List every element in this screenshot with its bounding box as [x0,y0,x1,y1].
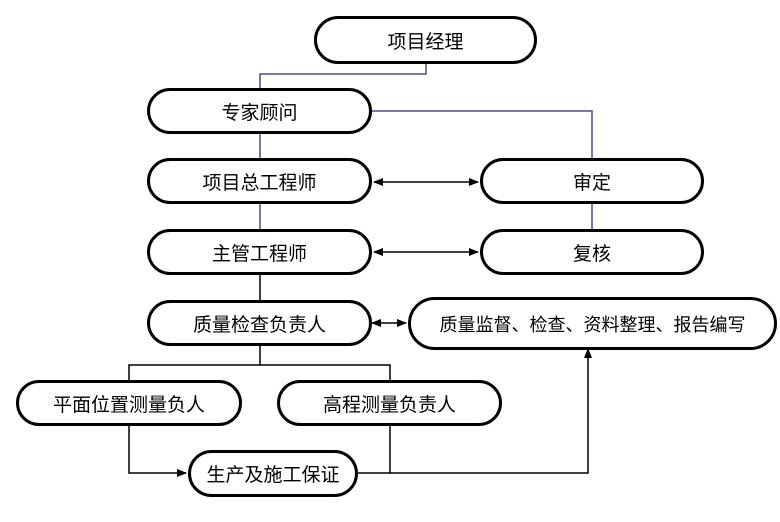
node-project-manager: 项目经理 [314,16,537,64]
node-expert-consultant: 专家顾问 [147,88,372,134]
node-chief-engineer: 项目总工程师 [147,158,372,204]
node-recheck: 复核 [480,229,704,275]
link-quality-to-elevation [260,364,391,380]
node-supervising-engineer: 主管工程师 [147,229,372,275]
node-plane-survey-lead: 平面位置测量负人 [16,380,242,426]
node-review-approval: 审定 [480,158,704,204]
node-quality-supervision-tasks: 质量监督、检查、资料整理、报告编写 [408,297,777,350]
link-manager-to-consultant [259,64,427,88]
link-consultant-to-review [372,110,593,158]
link-elevation-to-production [357,426,391,474]
arrow-plane-to-production [128,426,187,477]
arrow-production-to-tasks [390,348,592,474]
node-production-guarantee: 生产及施工保证 [188,450,358,497]
node-quality-inspection-lead: 质量检查负责人 [147,300,372,346]
link-quality-branch [128,346,261,380]
node-elevation-survey-lead: 高程测量负责人 [277,380,502,426]
